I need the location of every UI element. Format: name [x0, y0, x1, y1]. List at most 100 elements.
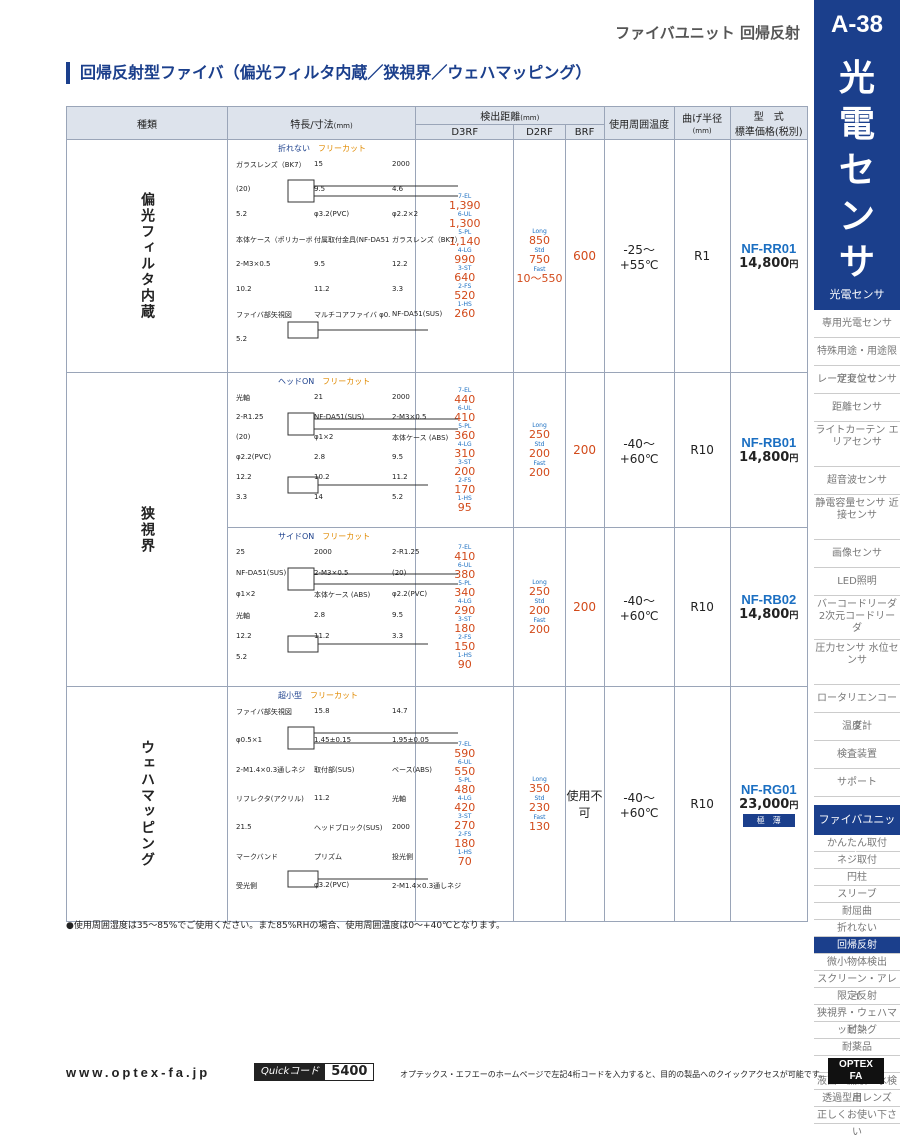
- sidebar-item[interactable]: 圧力センサ 水位センサ: [814, 640, 900, 686]
- diagram-label: 受光側: [236, 882, 257, 890]
- sidebar-item[interactable]: 円柱: [814, 869, 900, 887]
- distance-value: 310: [454, 447, 476, 460]
- sidebar-item[interactable]: 耐屈曲: [814, 903, 900, 921]
- sidebar-group-head[interactable]: ファイバユニット: [814, 805, 900, 856]
- mode-label: 1-HS: [457, 495, 472, 502]
- diagram-label: (20): [392, 569, 407, 577]
- distance-value: 170: [454, 483, 476, 496]
- sidebar-item[interactable]: 画像センサ: [814, 539, 900, 568]
- sidebar-item[interactable]: 特殊用途・用途限定センサ: [814, 338, 900, 385]
- sidebar-item[interactable]: ネジ取付: [814, 852, 900, 870]
- mode-label: Fast: [533, 459, 546, 467]
- diagram-label: 光軸: [236, 394, 250, 402]
- model-name[interactable]: NF-RG01: [740, 781, 797, 797]
- sidebar-item[interactable]: ロータリエンコーダ: [814, 685, 900, 732]
- sidebar-item[interactable]: 耐薬品: [814, 1039, 900, 1057]
- model-name[interactable]: NF-RR01: [741, 241, 797, 256]
- mode-label: 3-ST: [457, 616, 472, 623]
- kind-cell: 狭視界: [66, 372, 228, 687]
- mode-label: Std: [534, 246, 545, 254]
- diagram-label: 10.2: [236, 285, 252, 293]
- section-title: 回帰反射型ファイバ（偏光フィルタ内蔵／狭視界／ウェハマッピング）: [66, 62, 591, 84]
- col-model: 型 式標準価格(税別): [729, 106, 809, 140]
- diagram-label: 2-M1.4×0.3通しネジ: [392, 882, 462, 890]
- distance-value: 750: [529, 252, 550, 266]
- sidebar-item[interactable]: LED照明: [814, 567, 900, 596]
- col-temp: 使用周囲温度: [603, 106, 675, 140]
- sidebar-group-head[interactable]: 光電センサ: [814, 280, 900, 310]
- distance-value: 520: [454, 289, 476, 302]
- distance-value: 290: [454, 604, 476, 617]
- diagram-label: 12.2: [236, 632, 252, 640]
- brf-cell: 600: [564, 139, 605, 373]
- model-name[interactable]: NF-RB01: [741, 435, 797, 450]
- distance-value: 200: [529, 622, 550, 636]
- diagram-label: マルチコアファイバ φ0.075×151: [314, 311, 390, 319]
- diagram-label: 11.2: [314, 794, 330, 802]
- diagram-label: ヘッドブロック(SUS): [314, 824, 383, 832]
- big-title-char: サ: [838, 242, 875, 283]
- mode-label: 5-PL: [458, 423, 472, 430]
- sidebar-item[interactable]: 折れない: [814, 920, 900, 938]
- distance-value: 130: [529, 819, 550, 833]
- brf-cell: 使用不可: [564, 686, 605, 922]
- sidebar-item[interactable]: 正しくお使い下さい: [814, 1107, 900, 1138]
- diagram-label: 2.8: [314, 611, 326, 619]
- diagram-label: ファイバ部矢視図: [236, 708, 292, 716]
- sidebar-item[interactable]: 透過型用レンズ: [814, 1090, 900, 1108]
- sidebar-item[interactable]: 検査装置: [814, 741, 900, 770]
- sidebar-item[interactable]: レーザ変位センサ: [814, 366, 900, 394]
- diagram-label: φ3.2(PVC): [314, 210, 350, 218]
- sidebar-item[interactable]: 距離センサ: [814, 394, 900, 422]
- sidebar-item[interactable]: 超音波センサ: [814, 466, 900, 495]
- diagram-label: NF-DA51(SUS): [236, 569, 287, 577]
- mode-label: 2-FS: [458, 634, 472, 641]
- mode-label: 4-LG: [457, 247, 472, 254]
- diagram-label: 5.2: [392, 493, 404, 501]
- sidebar-item[interactable]: ライトカーテン エリアセンサ: [814, 422, 900, 467]
- model-name[interactable]: NF-RB02: [741, 592, 797, 607]
- kind-cell: ウェハマッピング: [66, 686, 228, 922]
- sidebar-item[interactable]: 狭視界・ウェハマッピング: [814, 1005, 900, 1036]
- sidebar-item[interactable]: 回帰反射: [814, 937, 900, 955]
- mode-label: Std: [534, 794, 545, 802]
- col-d2rf: D2RF: [513, 124, 566, 140]
- diagram-label: (20): [236, 433, 251, 441]
- sidebar-item[interactable]: 専用光電センサ: [814, 310, 900, 338]
- diagram-label: 21.5: [236, 823, 252, 831]
- mode-label: 1-HS: [457, 301, 472, 308]
- sidebar-item[interactable]: かんたん取付: [814, 835, 900, 853]
- mode-label: 5-PL: [458, 580, 472, 587]
- dimension-drawing: [287, 179, 458, 339]
- distance-value: 350: [529, 781, 550, 795]
- diagram-label: 3.3: [392, 285, 404, 293]
- sidebar-item[interactable]: 静電容量センサ 近接センサ: [814, 494, 900, 540]
- sidebar-item[interactable]: 温度計: [814, 713, 900, 742]
- diagram-label: 2000: [392, 160, 410, 168]
- dimension-drawing: [287, 412, 458, 494]
- diagram-label: 15: [314, 160, 323, 168]
- diagram-label: 光軸: [392, 795, 406, 803]
- diagram-label: φ3.2(PVC): [314, 881, 350, 889]
- diagram-label: 12.2: [392, 260, 408, 268]
- sidebar-item[interactable]: バーコードリーダ 2次元コードリーダ: [814, 595, 900, 641]
- mode-label: 6-UL: [457, 211, 472, 218]
- mode-label: 4-LG: [457, 795, 472, 802]
- sidebar-item[interactable]: スクリーン・アレイ: [814, 971, 900, 1002]
- sidebar-item[interactable]: 微小物体検出: [814, 954, 900, 972]
- mode-label: 4-LG: [457, 441, 472, 448]
- big-title-char: セ: [838, 150, 875, 191]
- diagram-label: 2-M3×0.5: [314, 569, 349, 577]
- footer-url[interactable]: www.optex-fa.jp: [66, 1065, 211, 1080]
- sidebar-item[interactable]: 限定反射: [814, 988, 900, 1006]
- temp-cell: -40～+60℃: [603, 686, 675, 922]
- sidebar-item[interactable]: スリーブ: [814, 886, 900, 904]
- mode-label: Fast: [533, 813, 546, 821]
- diagram-label: ガラスレンズ（BK7）: [392, 236, 462, 244]
- temp-cell: -25～+55℃: [603, 139, 675, 373]
- sidebar-item[interactable]: 耐熱: [814, 1022, 900, 1040]
- sidebar-item[interactable]: サポート: [814, 769, 900, 798]
- mode-label: Long: [532, 227, 547, 235]
- diagram-label: 2-M3×0.5: [392, 413, 427, 421]
